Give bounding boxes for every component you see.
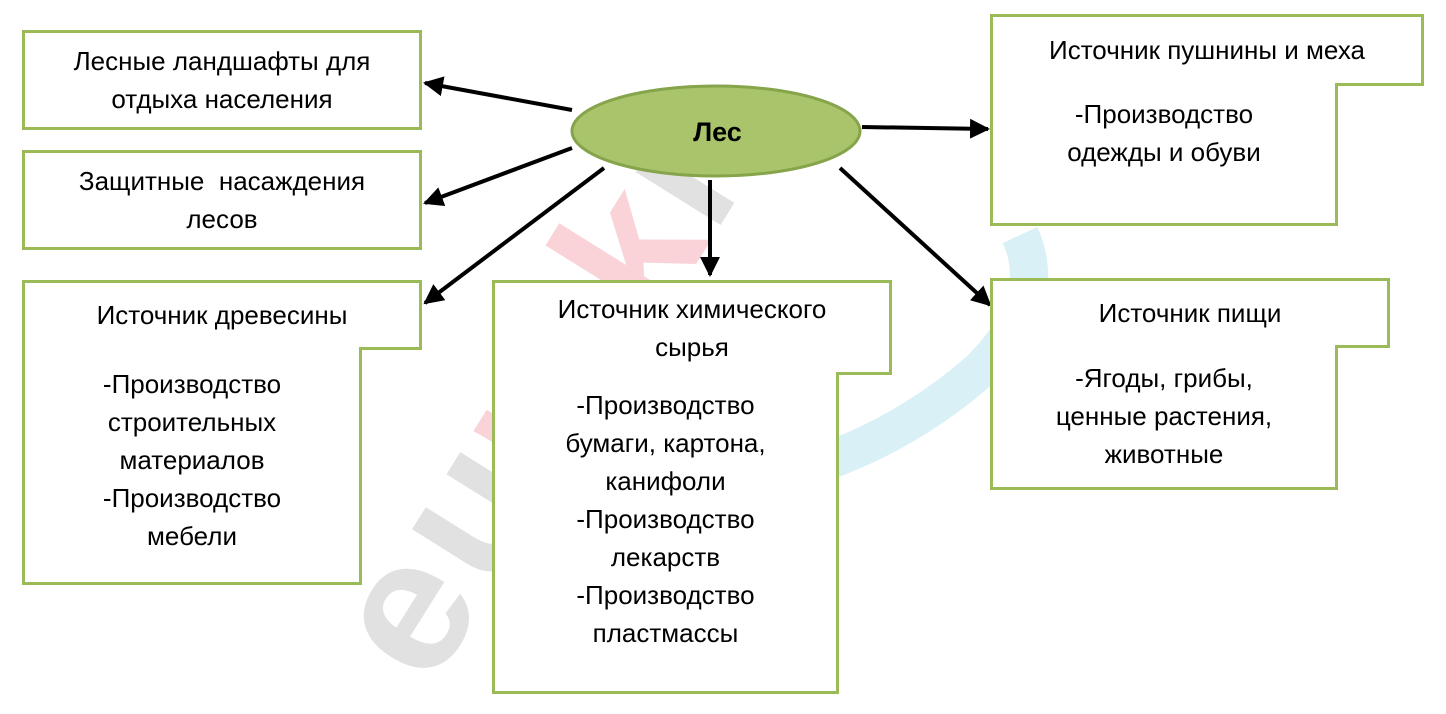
chemical-item: бумаги, картона, <box>565 428 766 458</box>
chemical-title: сырья <box>655 331 729 362</box>
fur-items-box: -Производство одежды и обуви <box>990 83 1338 226</box>
fur-title-box: Источник пушнины и меха <box>990 14 1424 86</box>
fur-item: -Производство <box>1074 99 1254 129</box>
arrow-to-recreation <box>423 76 573 112</box>
center-label: Лес <box>693 117 742 147</box>
protective-line: лесов <box>186 204 258 234</box>
arrow-to-protective <box>423 146 573 207</box>
chemical-item: лекарств <box>610 542 721 572</box>
timber-item: строительных <box>107 407 277 437</box>
timber-item: -Производство <box>102 369 282 399</box>
timber-items-box: -Производство строительных материалов -П… <box>22 347 362 585</box>
recreation-line: отдыха населения <box>111 84 333 114</box>
chemical-item: канифоли <box>605 466 726 496</box>
food-title-box: Источник пищи <box>990 278 1390 348</box>
timber-title: Источник древесины <box>96 300 348 330</box>
arrow-to-fur <box>861 118 990 139</box>
protective-box: Защитные насаждения лесов <box>22 150 422 250</box>
arrow-to-timber <box>423 166 606 305</box>
timber-title-box: Источник древесины <box>22 280 422 350</box>
fur-item: одежды и обуви <box>1067 137 1261 167</box>
protective-line: Защитные насаждения <box>78 166 366 196</box>
food-item: животные <box>1104 439 1224 469</box>
chemical-items-box: -Производство бумаги, картона, канифоли … <box>492 372 839 694</box>
chemical-item: пластмассы <box>592 618 739 648</box>
recreation-box: Лесные ландшафты для отдыха населения <box>22 30 422 130</box>
food-item: -Ягоды, грибы, <box>1075 363 1253 393</box>
food-item: ценные растения, <box>1055 401 1273 431</box>
timber-item: мебели <box>147 521 237 551</box>
chemical-item: -Производство <box>576 504 755 534</box>
arrow-to-food <box>838 166 992 307</box>
timber-item: материалов <box>119 445 265 475</box>
chemical-item: -Производство <box>576 580 755 610</box>
recreation-line: Лесные ландшафты для <box>73 46 371 76</box>
timber-item: -Производство <box>102 483 282 513</box>
fur-title: Источник пушнины и меха <box>1049 35 1365 65</box>
food-items-box: -Ягоды, грибы, ценные растения, животные <box>990 345 1338 490</box>
center-ellipse <box>570 84 862 178</box>
food-title: Источник пищи <box>1098 298 1282 328</box>
chemical-title: Источник химического <box>557 293 827 324</box>
chemical-title-box: Источник химического сырья <box>492 280 892 375</box>
chemical-item: -Производство <box>576 390 755 420</box>
